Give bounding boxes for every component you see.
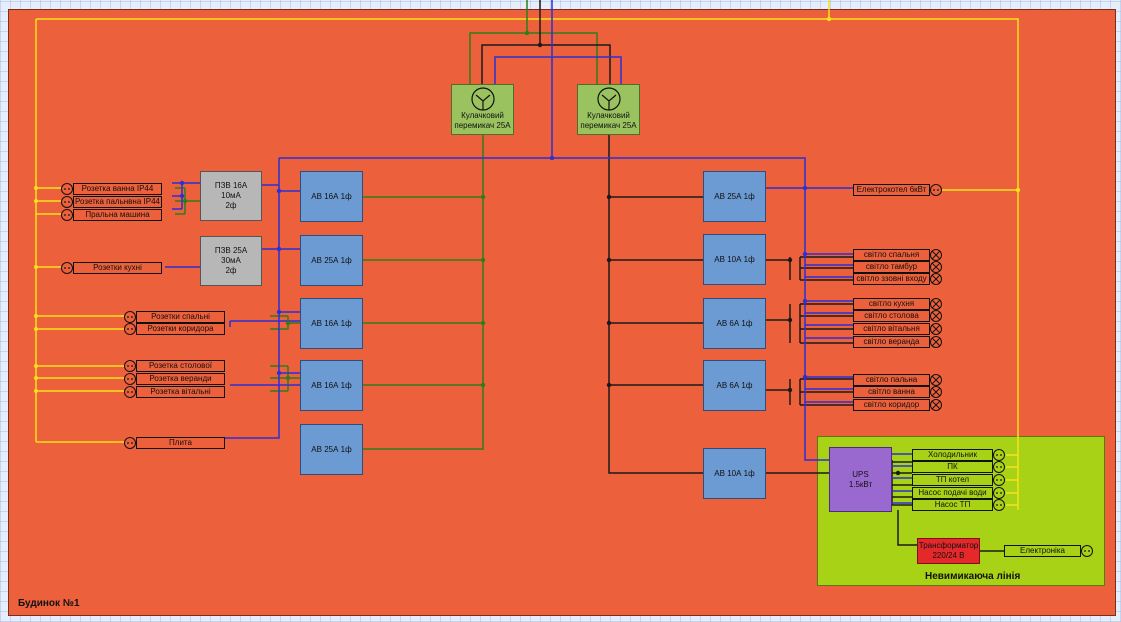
- ups-unit: UPS 1.5кВт: [829, 447, 892, 512]
- earth-wires: [175, 0, 598, 450]
- breaker-left-3-label: АВ 16А 1ф: [311, 318, 352, 328]
- light-boiler-room-label: світло пальна: [865, 375, 918, 384]
- cam-switch-2-symbol: [597, 87, 621, 111]
- ups-label: UPS 1.5кВт: [848, 469, 873, 489]
- rcd-1: ПЗВ 16А 10мА 2ф: [200, 171, 262, 221]
- load-boiler-room-socket: Розетка пальнвна IP44: [73, 196, 162, 208]
- pe-wires: [35, 0, 1019, 510]
- load-corridor-sockets-label: Розетки коридора: [147, 324, 214, 333]
- load-living-room-socket-label: Розетка вітальні: [150, 387, 211, 396]
- light-bedroom: світло спальня: [853, 249, 930, 261]
- ups-load-pc: ПК: [912, 461, 993, 473]
- transformer: Трансформатор 220/24 В: [917, 538, 980, 564]
- ups-load-heatpump-pump-label: Насос ТП: [934, 500, 971, 509]
- breaker-left-5-label: АВ 25А 1ф: [311, 444, 352, 454]
- load-boiler-room-socket-label: Розетка пальнвна IP44: [75, 197, 160, 206]
- breaker-right-2: АВ 10А 1ф: [703, 234, 766, 285]
- light-dining-label: світло столова: [864, 311, 919, 320]
- light-dining: світло столова: [853, 310, 930, 322]
- breaker-right-4-label: АВ 6А 1ф: [716, 380, 753, 390]
- earth-dots: [182, 30, 530, 388]
- ups-load-water-pump: Насос подачі води: [912, 487, 993, 499]
- pe-dots: [34, 16, 1021, 393]
- nonstop-line-title: Невимикаюча лінія: [925, 571, 1021, 582]
- breaker-left-1: АВ 16А 1ф: [300, 171, 363, 222]
- light-vestibule: світло тамбур: [853, 261, 930, 273]
- load-dining-socket-label: Розетка столової: [148, 361, 212, 370]
- breaker-left-4-label: АВ 16А 1ф: [311, 380, 352, 390]
- breaker-right-3: АВ 6А 1ф: [703, 298, 766, 349]
- load-bathroom-socket: Розетка ванна IP44: [73, 183, 162, 195]
- rcd-2: ПЗВ 25А 30мА 2ф: [200, 236, 262, 286]
- breaker-right-1-label: АВ 25А 1ф: [714, 191, 755, 201]
- breaker-left-5: АВ 25А 1ф: [300, 424, 363, 475]
- electronics-load: Електроніка: [1004, 545, 1081, 557]
- breaker-right-1: АВ 25А 1ф: [703, 171, 766, 222]
- load-bedroom-sockets-label: Розетки спальні: [151, 312, 210, 321]
- light-bedroom-label: світло спальня: [863, 250, 920, 259]
- load-veranda-socket-label: Розетка веранди: [149, 374, 212, 383]
- breaker-left-2-label: АВ 25А 1ф: [311, 255, 352, 265]
- rcd-2-label: ПЗВ 25А 30мА 2ф: [214, 246, 248, 275]
- load-bedroom-sockets: Розетки спальні: [136, 311, 225, 323]
- load-electric-boiler: Електрокотел 6кВт: [853, 184, 930, 196]
- junction-dots: [179, 155, 808, 380]
- load-corridor-sockets: Розетки коридора: [136, 323, 225, 335]
- neutral-wires: [481, 0, 1004, 552]
- load-stove: Плита: [136, 437, 225, 449]
- breaker-left-2: АВ 25А 1ф: [300, 235, 363, 286]
- breaker-left-4: АВ 16А 1ф: [300, 360, 363, 411]
- load-kitchen-sockets: Розетки кухні: [73, 262, 162, 274]
- light-bathroom: світло ванна: [853, 386, 930, 398]
- light-living-room: світло вітальня: [853, 323, 930, 335]
- load-living-room-socket: Розетка вітальні: [136, 386, 225, 398]
- breaker-left-1-label: АВ 16А 1ф: [311, 191, 352, 201]
- phase-wires: [165, 0, 912, 504]
- ups-load-heatpump-boiler-label: ТП котел: [935, 475, 970, 484]
- light-veranda: світло веранда: [853, 336, 930, 348]
- light-vestibule-label: світло тамбур: [865, 262, 918, 271]
- load-washing-machine: Пральна машина: [73, 209, 162, 221]
- cam-switch-1-symbol: [471, 87, 495, 111]
- ups-load-heatpump-pump: Насос ТП: [912, 499, 993, 511]
- light-entrance-outside: світло ззовні входу: [853, 273, 930, 285]
- light-kitchen-label: світло кухня: [868, 299, 915, 308]
- load-electric-boiler-label: Електрокотел 6кВт: [856, 185, 927, 194]
- light-veranda-label: світло веранда: [863, 337, 920, 346]
- rcd-1-label: ПЗВ 16А 10мА 2ф: [214, 181, 248, 210]
- light-boiler-room: світло пальна: [853, 374, 930, 386]
- neutral-dots: [537, 42, 901, 476]
- transformer-label: Трансформатор 220/24 В: [918, 541, 979, 560]
- light-bathroom-label: світло ванна: [868, 387, 915, 396]
- ups-load-fridge-label: Холодильник: [928, 450, 977, 459]
- electronics-load-label: Електроніка: [1020, 546, 1065, 555]
- breaker-right-3-label: АВ 6А 1ф: [716, 318, 753, 328]
- breaker-right-5: АВ 10А 1ф: [703, 448, 766, 499]
- cam-switch-2-label: Кулачковий перемикач 25А: [580, 111, 637, 130]
- light-corridor-label: світло коридор: [863, 400, 920, 409]
- light-corridor: світло коридор: [853, 399, 930, 411]
- ups-load-heatpump-boiler: ТП котел: [912, 474, 993, 486]
- load-veranda-socket: Розетка веранди: [136, 373, 225, 385]
- house-title: Будинок №1: [18, 598, 80, 609]
- cam-switch-1-label: Кулачковий перемикач 25А: [454, 111, 511, 130]
- load-washing-machine-label: Пральна машина: [85, 210, 150, 219]
- ups-load-water-pump-label: Насос подачі води: [918, 488, 987, 497]
- light-kitchen: світло кухня: [853, 298, 930, 310]
- breaker-right-5-label: АВ 10А 1ф: [714, 468, 755, 478]
- breaker-right-4: АВ 6А 1ф: [703, 360, 766, 411]
- load-bathroom-socket-label: Розетка ванна IP44: [81, 184, 154, 193]
- breaker-right-2-label: АВ 10А 1ф: [714, 254, 755, 264]
- light-entrance-outside-label: світло ззовні входу: [856, 274, 927, 283]
- light-living-room-label: світло вітальня: [863, 324, 920, 333]
- load-stove-label: Плита: [169, 438, 192, 447]
- breaker-left-3: АВ 16А 1ф: [300, 298, 363, 349]
- ups-load-fridge: Холодильник: [912, 449, 993, 461]
- load-dining-socket: Розетка столової: [136, 360, 225, 372]
- ups-load-pc-label: ПК: [947, 462, 958, 471]
- load-kitchen-sockets-label: Розетки кухні: [93, 263, 142, 272]
